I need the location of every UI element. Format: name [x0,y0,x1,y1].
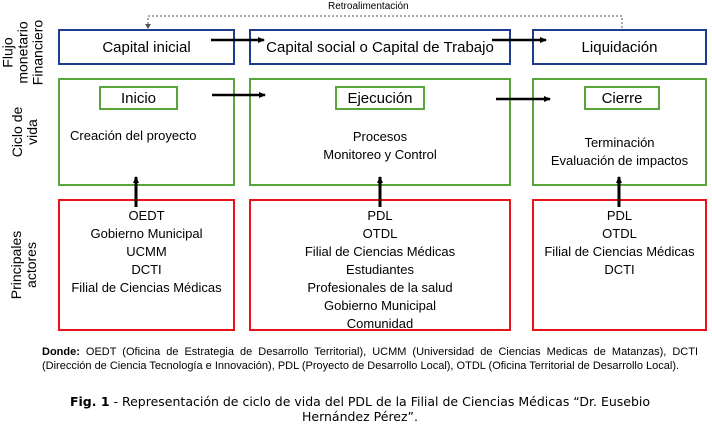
phase-desc-execution: Procesos Monitoreo y Control [323,129,437,162]
phase-title-close: Cierre [584,86,660,110]
note-label: Donde: [42,346,80,358]
money-box-liquidation: Liquidación [532,29,707,65]
phase-box-close: Cierre Terminación Evaluación de impacto… [532,78,707,186]
money-box-working-capital: Capital social o Capital de Trabajo [249,29,511,65]
actors-box-close: PDL OTDL Filial de Ciencias Médicas DCTI [532,199,707,331]
note-text: OEDT (Oficina de Estrategia de Desarroll… [42,346,698,372]
row-label-actors: Principales actores [8,230,39,300]
phase-title-start: Inicio [99,86,178,110]
phase-box-execution: Ejecución Procesos Monitoreo y Control [249,78,511,186]
abbreviations-note: Donde: OEDT (Oficina de Estrategia de De… [42,345,698,373]
phase-box-start: Inicio Creación del proyecto [58,78,235,186]
row-label-life-cycle: Ciclo de vida [9,106,40,158]
phase-desc-start: Creación del proyecto [70,128,197,143]
actors-box-execution: PDL OTDL Filial de Ciencias Médicas Estu… [249,199,511,331]
row-label-money-flow: Flujo monetario Financiero [0,19,46,86]
figure-caption: Fig. 1 - Representación de ciclo de vida… [40,394,680,424]
actors-box-start: OEDT Gobierno Municipal UCMM DCTI Filial… [58,199,235,331]
feedback-label: Retroalimentación [328,1,409,12]
caption-text: - Representación de ciclo de vida del PD… [109,394,651,424]
phase-desc-close: Terminación Evaluación de impactos [550,135,689,168]
feedback-dotted-line [147,15,623,28]
money-box-initial-capital: Capital inicial [58,29,235,65]
caption-label: Fig. 1 [69,394,110,409]
phase-title-execution: Ejecución [335,86,425,110]
